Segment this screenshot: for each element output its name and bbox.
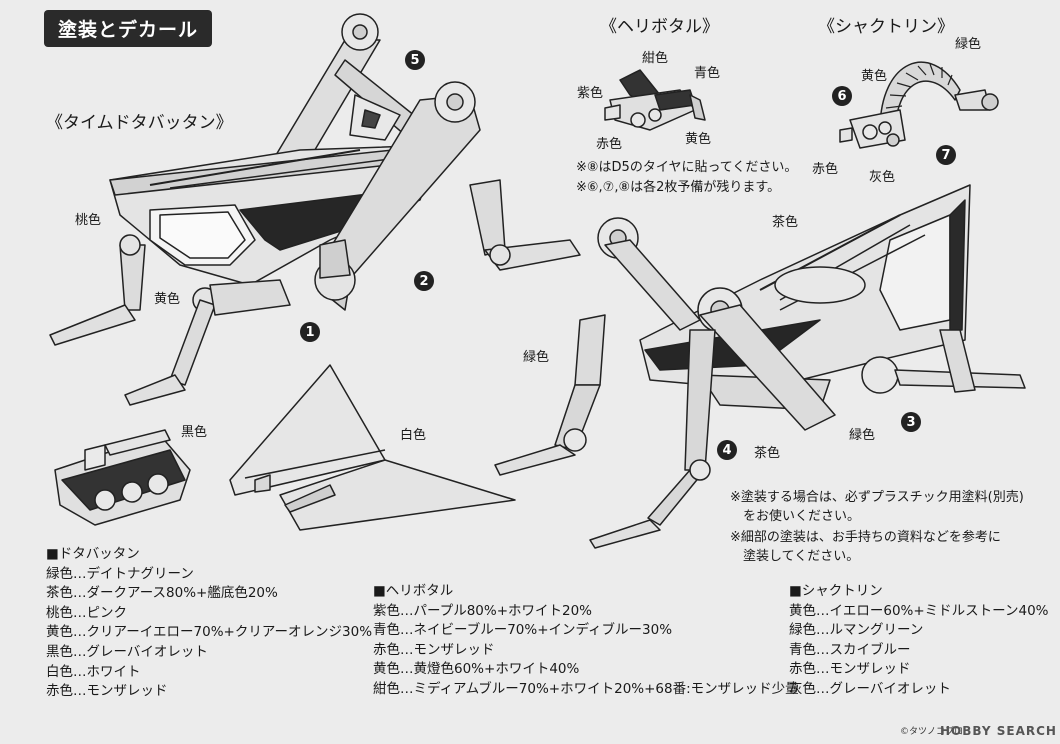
label-cha-bottom: 茶色: [754, 446, 781, 461]
legend-item: 黄色…クリアーイエロー70%+クリアーオレンジ30%: [46, 624, 373, 641]
decal-number-5: 5: [405, 50, 425, 70]
label-momo-left: 桃色: [75, 213, 102, 228]
label-cha-top: 茶色: [772, 215, 799, 230]
note-decal-2: ※⑥,⑦,⑧は各2枚予備が残ります。: [576, 180, 781, 195]
legend-title: ■ドタバッタン: [46, 546, 140, 562]
note-paint-1a: ※塗装する場合は、必ずプラスチック用塗料(別売): [730, 490, 1024, 505]
label-shaku-kiiro: 黄色: [861, 69, 888, 84]
legend-item: 灰色…グレーバイオレット: [789, 680, 951, 697]
dotabattan-right-illustration: [494, 184, 1026, 549]
shakutorin-illustration: [839, 61, 999, 149]
heribotaru-illustration: [604, 69, 706, 131]
legend-item: 黄色…黄燈色60%+ホワイト40%: [373, 661, 580, 678]
legend-item: 赤色…モンザレッド: [46, 683, 168, 700]
legend-item: 茶色…ダークアース80%+艦底色20%: [46, 585, 278, 602]
label-shaku-hai: 灰色: [869, 170, 896, 185]
section-title-time-dotabattan: 《タイムドタバッタン》: [46, 113, 233, 133]
legend-item: 青色…スカイブルー: [789, 641, 911, 658]
label-heri-aka: 赤色: [596, 137, 623, 152]
wing-piece-illustration: [229, 364, 516, 531]
label-midori-leg: 緑色: [523, 350, 550, 365]
copyright-text: ©タツノコプロ: [900, 727, 964, 737]
section-title-heribotaru: 《ヘリボタル》: [600, 17, 719, 37]
label-shaku-aka: 赤色: [812, 162, 839, 177]
legend-item: 黒色…グレーバイオレット: [46, 643, 208, 660]
tank-illustration: [54, 429, 191, 526]
watermark: HOBBY SEARCH: [940, 724, 1057, 738]
note-decal-1: ※⑧はD5のタイヤに貼ってください。: [576, 160, 798, 175]
label-heri-ao: 青色: [694, 66, 721, 81]
legend-item: 桃色…ピンク: [46, 604, 127, 621]
legend-item: 黄色…イエロー60%+ミドルストーン40%: [789, 602, 1049, 619]
note-paint-2b: 塗装してください。: [743, 549, 860, 564]
decal-number-6: 6: [832, 86, 852, 106]
legend-heribotaru: ■ヘリボタル 紫色…パープル80%+ホワイト20% 青色…ネイビーブルー70%+…: [373, 582, 799, 700]
legend-dotabattan: ■ドタバッタン 緑色…デイトナグリーン 茶色…ダークアース80%+艦底色20% …: [46, 545, 372, 702]
legend-shakutorin: ■シャクトリン 黄色…イエロー60%+ミドルストーン40% 緑色…ルマングリーン…: [789, 582, 1049, 700]
decal-number-4: 4: [717, 440, 737, 460]
legend-item: 緑色…ルマングリーン: [789, 622, 924, 639]
label-heri-murasaki: 紫色: [577, 86, 604, 101]
label-midori-body: 緑色: [849, 428, 876, 443]
label-kiiro-left: 黄色: [154, 292, 181, 307]
decal-number-2: 2: [414, 271, 434, 291]
section-title-shakutorin: 《シャクトリン》: [818, 17, 954, 37]
label-kuro-tank: 黒色: [181, 425, 208, 440]
decal-number-3: 3: [901, 412, 921, 432]
note-paint-2a: ※細部の塗装は、お手持ちの資料などを参考に: [730, 530, 1001, 545]
decal-number-7: 7: [936, 145, 956, 165]
note-paint-1b: をお使いください。: [743, 509, 861, 524]
legend-item: 紺色…ミディアムブルー70%+ホワイト20%+68番:モンザレッド少量: [373, 680, 799, 697]
legend-item: 紫色…パープル80%+ホワイト20%: [373, 602, 593, 619]
legend-item: 赤色…モンザレッド: [789, 661, 911, 678]
legend-item: 緑色…デイトナグリーン: [46, 565, 194, 582]
label-heri-kon: 紺色: [642, 51, 669, 66]
legend-item: 青色…ネイビーブルー70%+インディブルー30%: [373, 622, 673, 639]
page-title: 塗装とデカール: [44, 10, 213, 47]
label-shaku-midori: 緑色: [955, 37, 982, 52]
legend-item: 白色…ホワイト: [46, 663, 141, 680]
dotabattan-left-illustration: [49, 13, 581, 406]
label-heri-kiiro: 黄色: [685, 132, 712, 147]
legend-title: ■ヘリボタル: [373, 583, 454, 599]
decal-number-1: 1: [300, 322, 320, 342]
legend-title: ■シャクトリン: [789, 583, 883, 599]
legend-item: 赤色…モンザレッド: [373, 641, 495, 658]
label-shiro-wing: 白色: [400, 428, 427, 443]
